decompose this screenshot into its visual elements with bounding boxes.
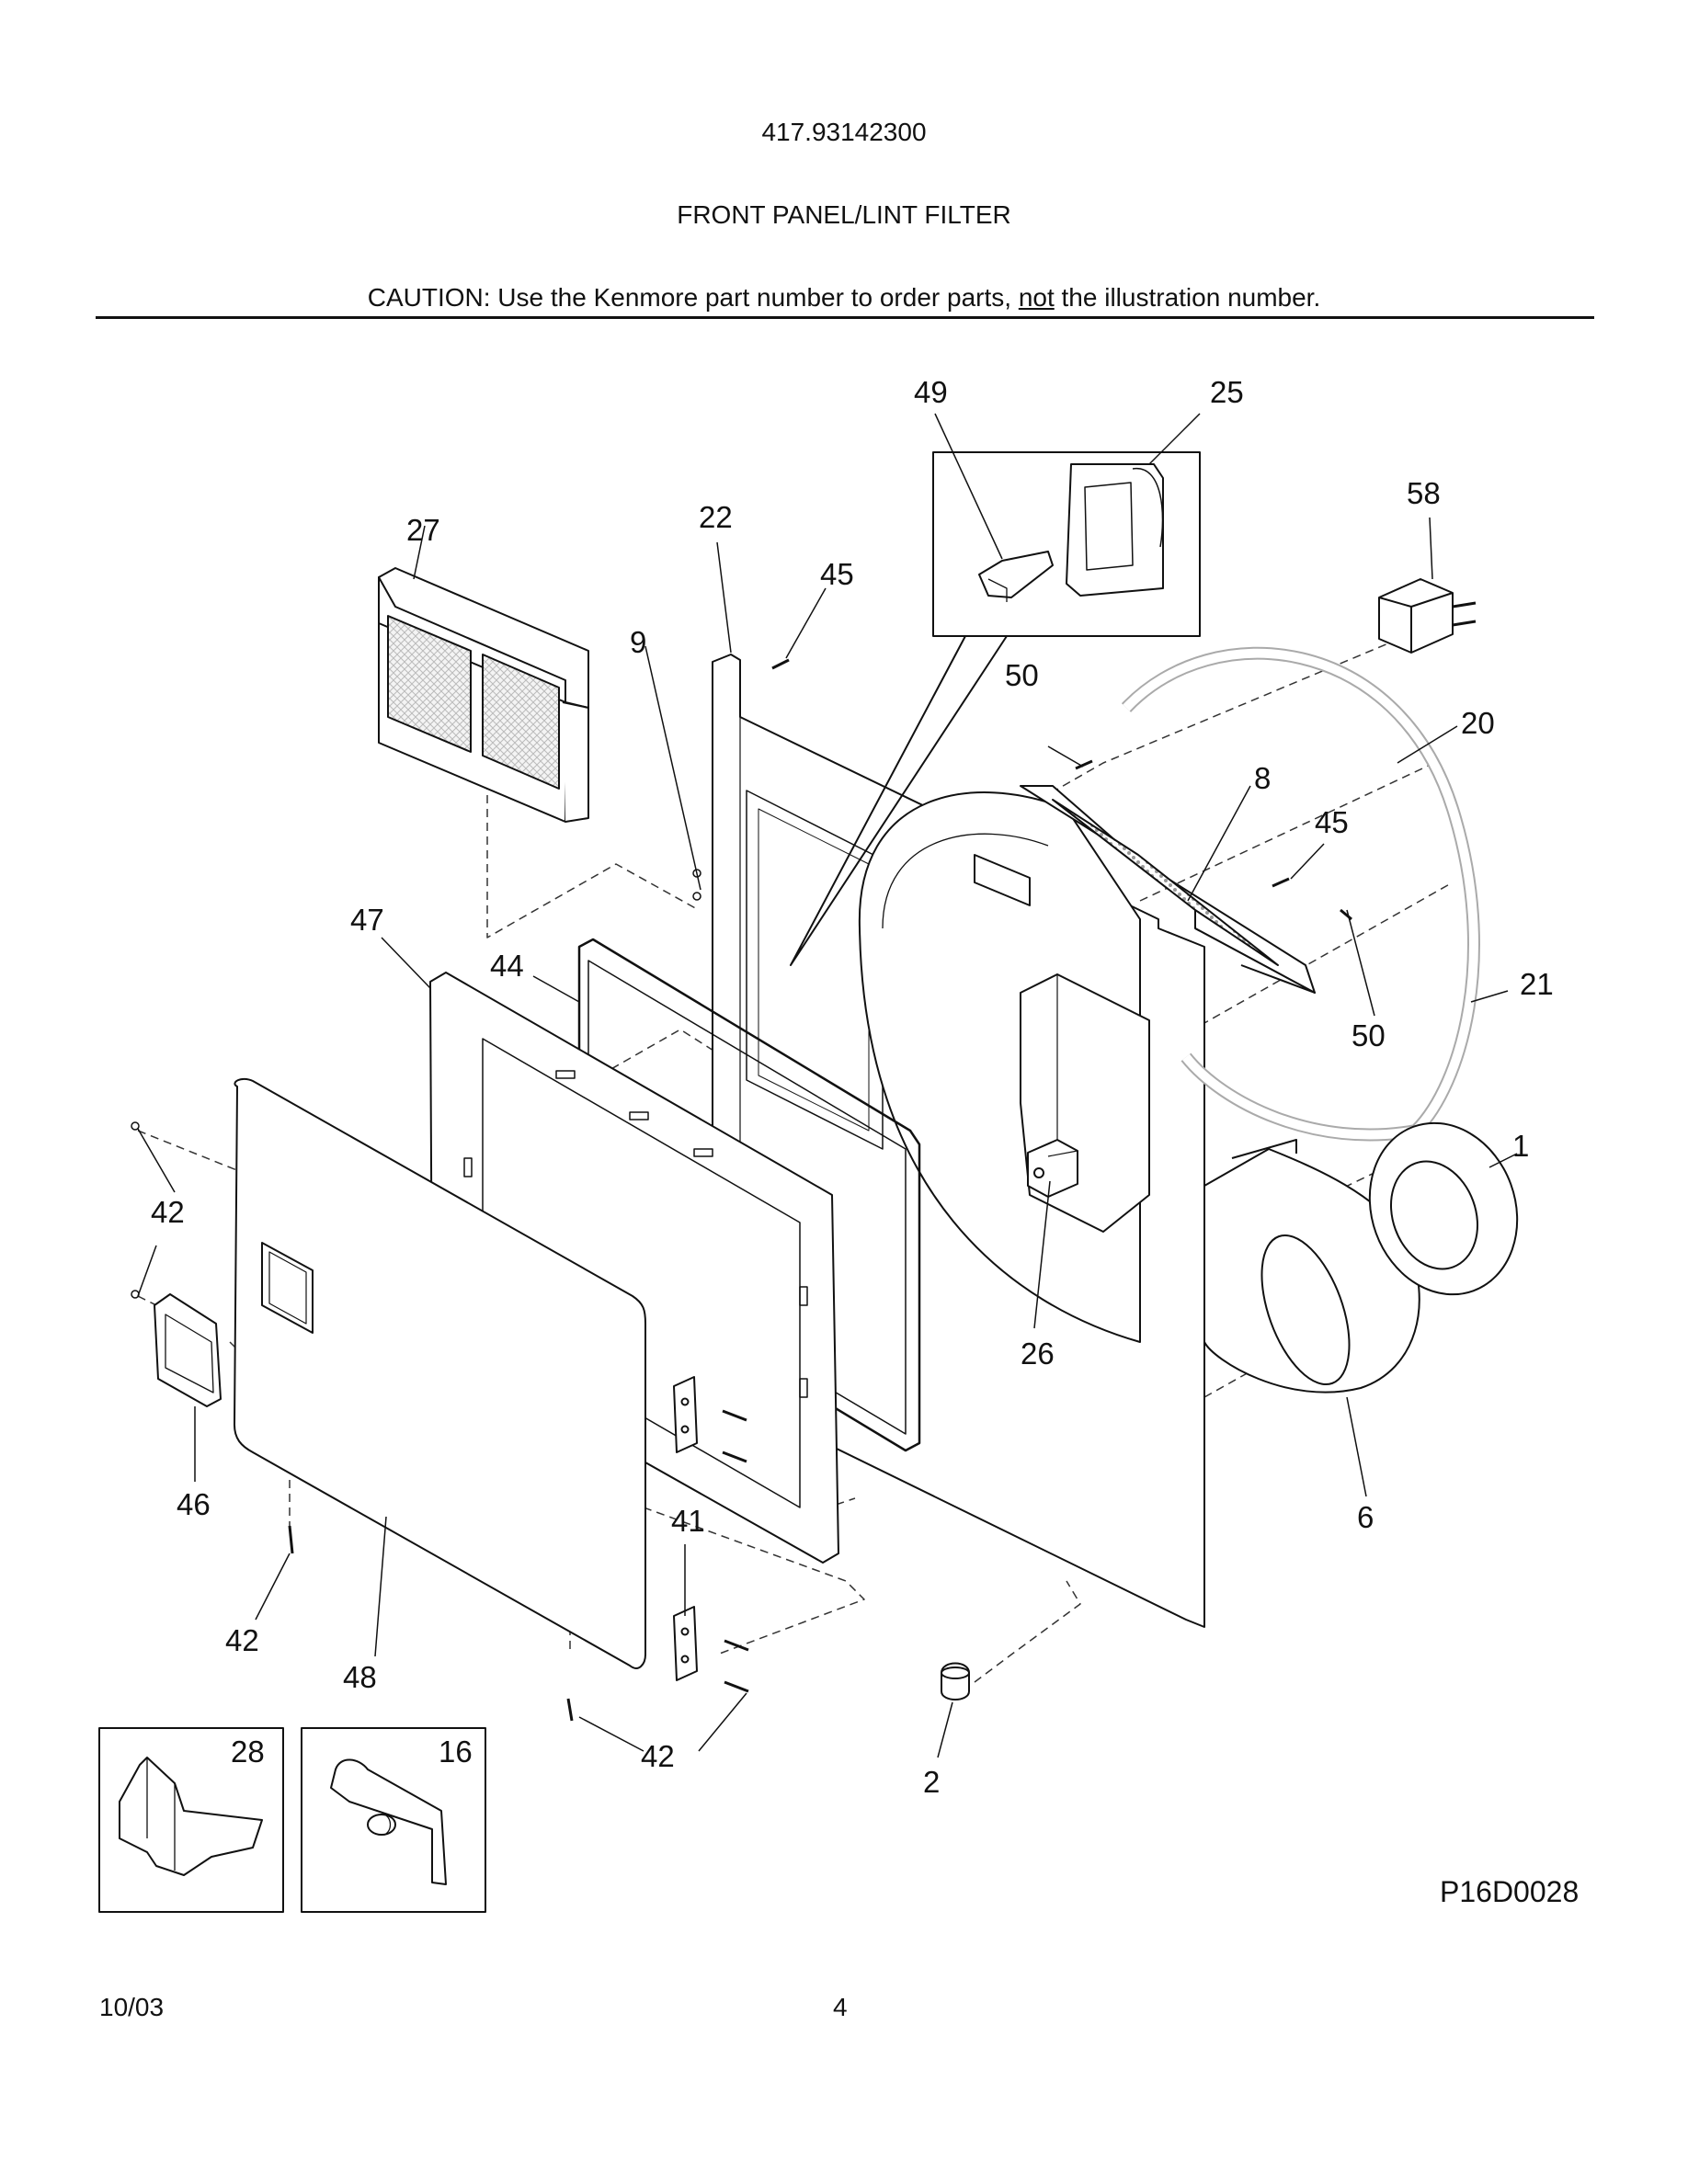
caution-suffix: the illustration number. [1054, 283, 1321, 312]
callout-label: 50 [1005, 658, 1039, 692]
caution-prefix: CAUTION: Use the Kenmore part number to … [367, 283, 1019, 312]
screws [131, 658, 1352, 1722]
door-switch-part-26 [1027, 1139, 1078, 1198]
inset-part-28 [98, 1727, 284, 1913]
callout-label: 26 [1021, 1337, 1055, 1371]
callout-label: 8 [1254, 761, 1271, 795]
callout-label: 44 [490, 949, 524, 983]
callout-label: 41 [671, 1504, 705, 1538]
leader-lines [137, 413, 1518, 1758]
callout-label: 42 [151, 1195, 185, 1229]
callout-label: 25 [1210, 375, 1244, 409]
inset-door-catch-49-25 [790, 451, 1201, 966]
thermostat-part-58 [1378, 578, 1477, 654]
callout-label: 47 [350, 903, 384, 937]
callout-label: 21 [1520, 967, 1554, 1001]
door-strike-part-46 [154, 1293, 222, 1407]
footer-date: 10/03 [99, 1993, 165, 2021]
outer-door-part-48 [234, 1077, 646, 1669]
callout-label: 46 [177, 1487, 211, 1521]
figure-id: P16D0028 [1440, 1875, 1580, 1908]
callout-label: 45 [1315, 805, 1349, 839]
callout-label: 6 [1357, 1500, 1374, 1534]
callout-label: 48 [343, 1660, 377, 1694]
header-rule [96, 316, 1594, 319]
callout-label: 28 [231, 1735, 265, 1769]
callout-label: 9 [630, 625, 646, 659]
caution-note: CAUTION: Use the Kenmore part number to … [0, 283, 1688, 313]
model-number: 417.93142300 [761, 118, 927, 146]
caution-emphasis: not [1018, 283, 1055, 312]
exhaust-duct-part-6 [1203, 1139, 1420, 1393]
callout-label: 22 [699, 500, 733, 534]
callout-label: 50 [1352, 1018, 1386, 1052]
page-number: 4 [833, 1993, 848, 2021]
callout-label: 16 [439, 1735, 473, 1769]
callout-label: 42 [641, 1739, 675, 1773]
callout-label: 58 [1407, 476, 1441, 510]
lint-duct-part-8 [1020, 785, 1316, 994]
callout-label: 2 [923, 1765, 940, 1799]
callout-label: 42 [225, 1623, 259, 1657]
hinge-part-41 [673, 1376, 698, 1681]
callout-labels: 1 2 6 8 9 16 20 21 22 25 26 27 28 41 42 … [151, 375, 1554, 1799]
callout-label: 49 [914, 375, 948, 409]
drum-seal-part-20-21 [1121, 646, 1480, 1142]
lint-filter-part-27 [378, 567, 589, 823]
callout-label: 1 [1512, 1129, 1529, 1163]
leveling-foot-part-2 [941, 1662, 970, 1701]
callout-label: 20 [1461, 706, 1495, 740]
inset-part-16 [301, 1727, 486, 1913]
section-title: FRONT PANEL/LINT FILTER [677, 200, 1011, 229]
callout-label: 27 [406, 513, 440, 547]
duct-seal-part-1 [1368, 1121, 1519, 1296]
callout-label: 45 [820, 557, 854, 591]
